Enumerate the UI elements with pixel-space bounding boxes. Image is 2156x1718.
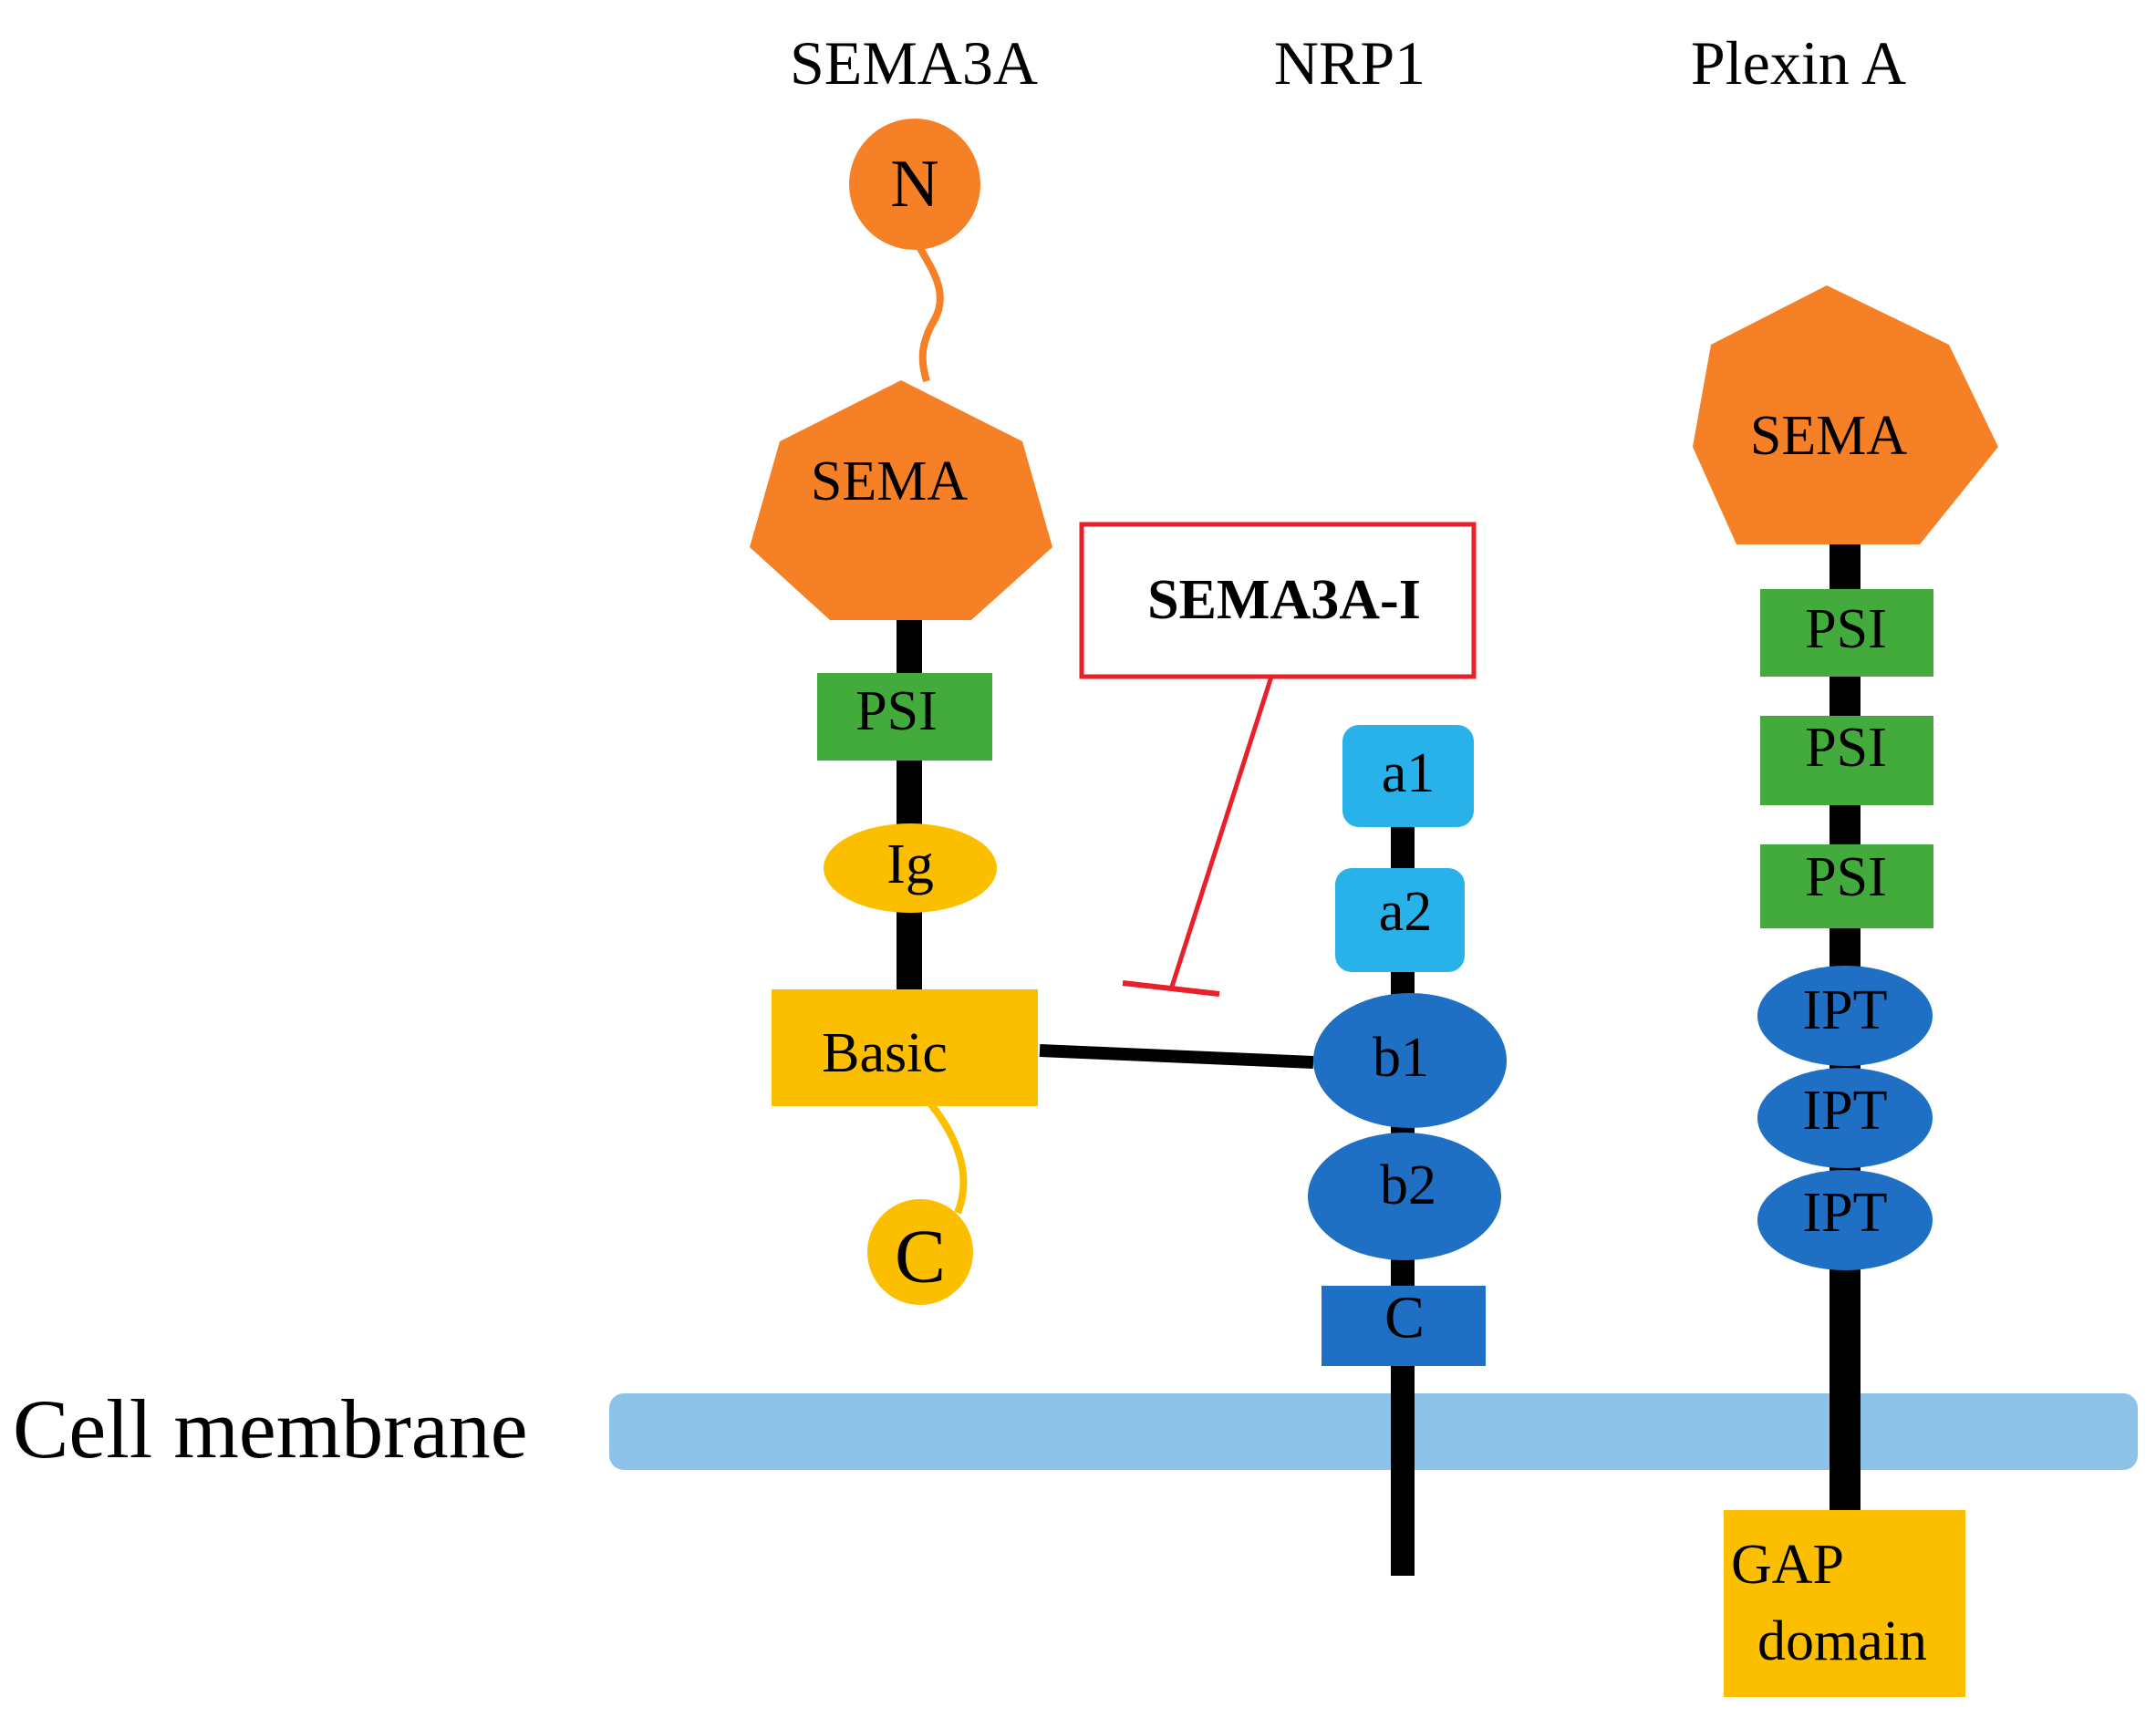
plexin-a-psi-2-label: PSI: [1805, 717, 1887, 779]
nrp1-b1-domain: [1313, 993, 1507, 1128]
cell-membrane-label: Cell membrane: [13, 1382, 528, 1475]
inhibitor-label: SEMA3A-I: [1147, 569, 1421, 631]
header-sema3a: SEMA3A: [790, 28, 1038, 98]
nrp1-protein: a1 a2 b1 b2 C: [1308, 725, 1507, 1576]
sema3a-sema-label: SEMA: [811, 450, 968, 512]
sema3a-ig-domain: [824, 823, 997, 913]
inhibition-line: [1169, 676, 1274, 988]
nrp1-c-label: C: [1384, 1285, 1425, 1351]
cell-membrane: [609, 1393, 2138, 1470]
plexin-a-sema-domain: [1693, 285, 1998, 544]
plexin-a-psi-3-label: PSI: [1805, 846, 1887, 908]
plexin-a-ipt-3-label: IPT: [1803, 1182, 1888, 1244]
sema3a-n-terminus-label: N: [890, 147, 938, 222]
sema3a-n-terminus: [849, 119, 980, 250]
nrp1-b2-domain: [1308, 1133, 1501, 1260]
sema3a-c-terminus-label: C: [895, 1215, 946, 1299]
plexin-a-psi-domain-2: [1760, 716, 1933, 805]
nrp1-a1-label: a1: [1382, 742, 1436, 804]
plexin-a-sema-label: SEMA: [1750, 405, 1907, 467]
sema3a-basic-domain: [772, 989, 1038, 1106]
sema3a-basic-label: Basic: [822, 1022, 948, 1084]
plexin-a-ipt-domain-1: [1757, 966, 1933, 1066]
sema3a-psi-domain: [817, 673, 992, 761]
sema3a-c-linker: [927, 1101, 968, 1215]
plexin-a-gap-domain: [1724, 1510, 1965, 1697]
nrp1-a1-domain: [1342, 725, 1474, 827]
plexin-a-ipt-domain-2: [1757, 1068, 1933, 1168]
sema3a-protein: N SEMA PSI Ig Basic C: [750, 119, 1052, 1305]
sema3a-n-linker: [911, 237, 944, 383]
plexin-a-gap-label-line1: GAP: [1731, 1534, 1844, 1596]
inhibition-bar: [1122, 980, 1220, 997]
plexin-a-protein: SEMA PSI PSI PSI IPT IPT IPT GAP domain: [1693, 285, 1998, 1697]
nrp1-a2-domain: [1335, 868, 1465, 972]
nrp1-b1-label: b1: [1373, 1027, 1429, 1089]
nrp1-c-domain: [1322, 1286, 1486, 1366]
header-nrp1: NRP1: [1274, 28, 1425, 98]
nrp1-a2-label: a2: [1379, 881, 1433, 943]
sema3a-inhibitor: SEMA3A-I: [1079, 522, 1477, 997]
sema3a-psi-label: PSI: [855, 680, 938, 742]
header-plexin-a: Plexin A: [1691, 28, 1906, 98]
plexin-a-ipt-2-label: IPT: [1803, 1080, 1888, 1142]
plexin-a-gap-label-line2: domain: [1757, 1610, 1927, 1672]
inhibitor-box: [1079, 522, 1477, 679]
sema3a-ig-label: Ig: [886, 833, 934, 895]
plexin-a-ipt-domain-3: [1757, 1170, 1933, 1270]
plexin-a-psi-domain-1: [1760, 589, 1933, 677]
basic-b1-binding-line: [1039, 1044, 1314, 1069]
plexin-a-psi-1-label: PSI: [1805, 598, 1887, 660]
plexin-a-ipt-1-label: IPT: [1803, 979, 1888, 1041]
plexin-a-psi-domain-3: [1760, 844, 1933, 928]
nrp1-b2-label: b2: [1380, 1154, 1436, 1216]
sema3a-c-terminus: [867, 1199, 973, 1305]
sema3a-sema-domain: [750, 380, 1052, 620]
